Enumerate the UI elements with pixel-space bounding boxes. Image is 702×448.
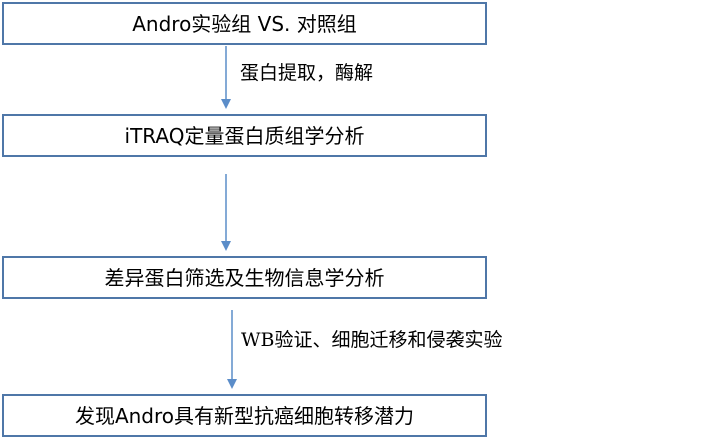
arrow-label-protein-extraction: 蛋白提取，酶解 — [240, 62, 374, 84]
step-box-differential-screening: 差异蛋白筛选及生物信息学分析 — [2, 256, 487, 299]
step-label: 差异蛋白筛选及生物信息学分析 — [104, 265, 385, 290]
step-label: Andro实验组 VS. 对照组 — [132, 11, 357, 36]
step-box-conclusion: 发现Andro具有新型抗癌细胞转移潜力 — [2, 394, 487, 437]
step-label: iTRAQ定量蛋白质组学分析 — [124, 123, 365, 148]
arrow-label-wb-validation: WB验证、细胞迁移和侵袭实验 — [241, 329, 503, 351]
step-box-experiment-vs-control: Andro实验组 VS. 对照组 — [2, 2, 487, 45]
step-label: 发现Andro具有新型抗癌细胞转移潜力 — [74, 403, 415, 428]
step-box-itraq-proteomics: iTRAQ定量蛋白质组学分析 — [2, 114, 487, 157]
